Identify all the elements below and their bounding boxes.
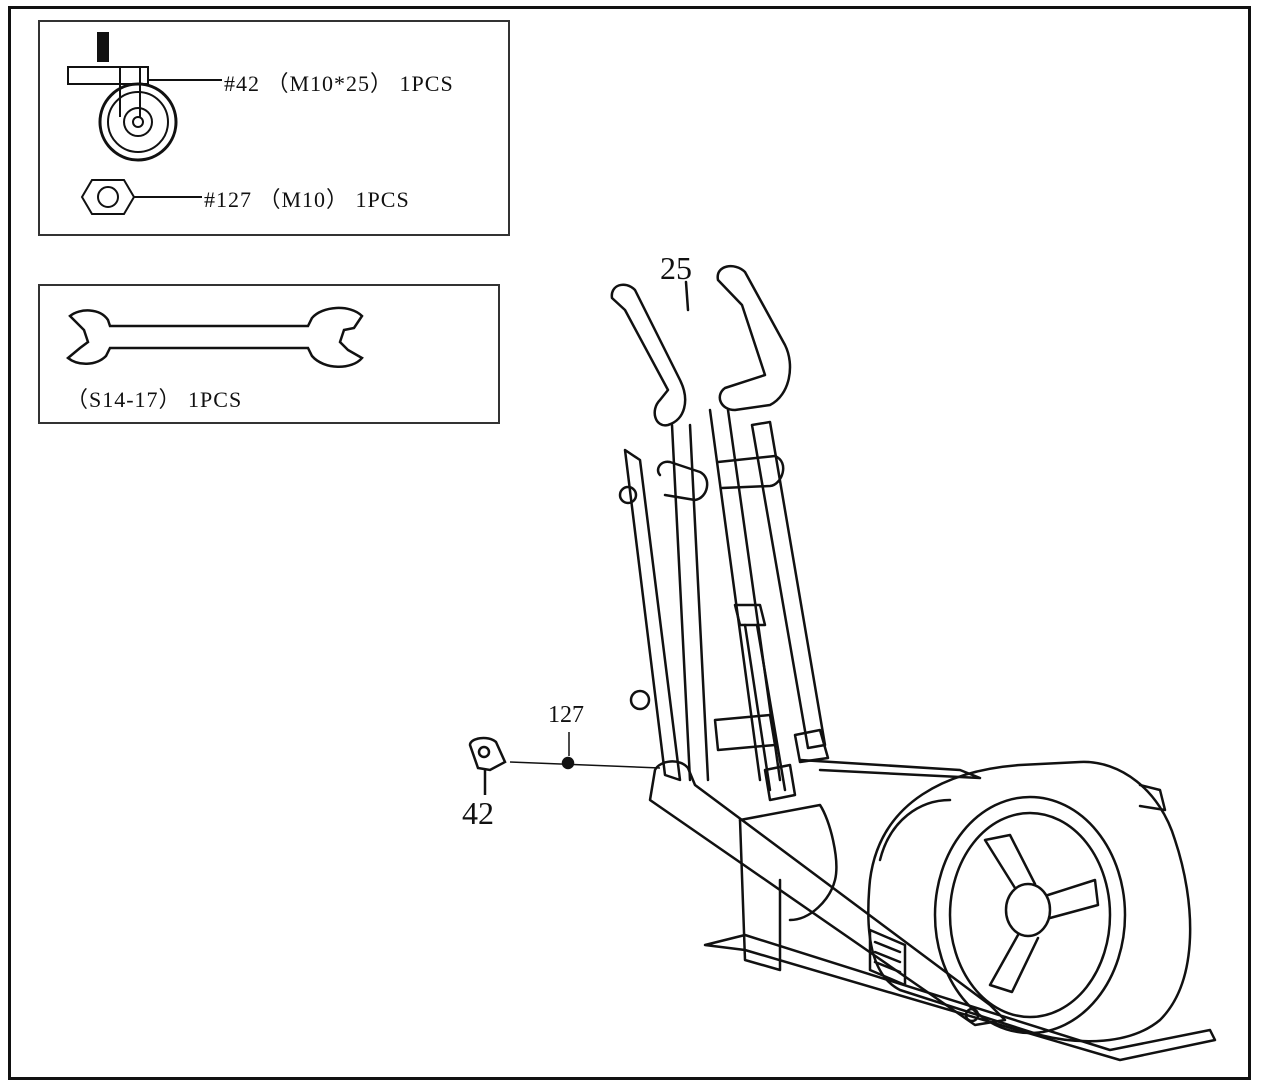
callout-25: 25 <box>660 250 692 286</box>
bolt-part-label: #42 （M10*25） 1PCS <box>224 71 454 96</box>
nut-part-label: #127 （M10） 1PCS <box>204 187 410 212</box>
caster-part-42 <box>468 736 507 772</box>
tool-box: （S14-17） 1PCS <box>38 284 500 424</box>
nut-part-127 <box>561 756 575 770</box>
callout-42: 42 <box>462 795 494 831</box>
wrench-label: （S14-17） 1PCS <box>66 387 243 412</box>
hardware-parts-box: #42 （M10*25） 1PCS #127 （M10） 1PCS <box>38 20 510 236</box>
wrench-icon <box>66 306 364 368</box>
callout-127: 127 <box>548 702 584 728</box>
hex-nut-icon <box>80 179 202 215</box>
caster-bolt-icon <box>67 32 222 162</box>
